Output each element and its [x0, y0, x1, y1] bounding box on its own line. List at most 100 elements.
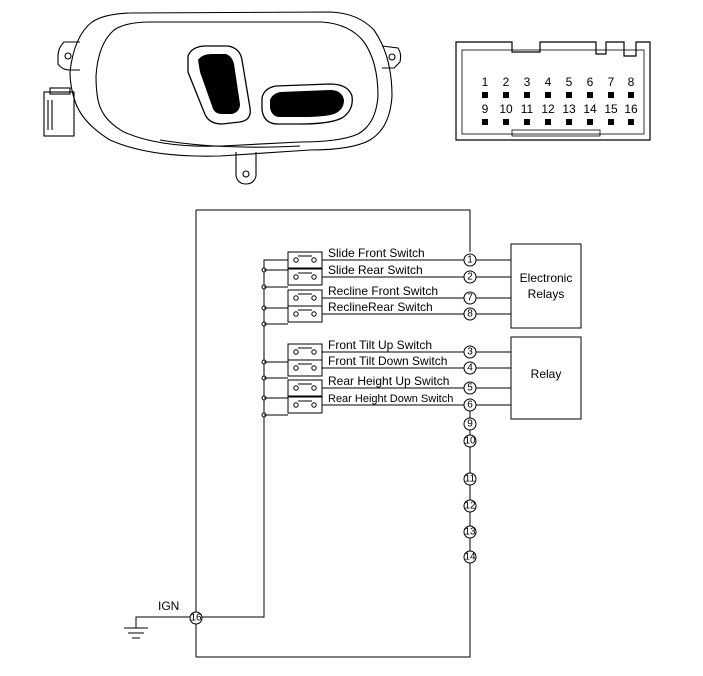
switch-contact	[311, 385, 317, 391]
connector-pin-label: 2	[503, 75, 510, 89]
connector-pin-label: 14	[583, 102, 597, 116]
pin-number: 1	[467, 255, 473, 266]
switch-row: Rear Height Up Switch 5	[261, 374, 511, 401]
connector-pin-contact	[608, 92, 614, 98]
unused-pin-circle	[463, 434, 477, 448]
switch-symbol	[287, 305, 323, 323]
switch-label: ReclineRear Switch	[328, 300, 433, 314]
switch-symbol	[287, 379, 323, 397]
unused-pin-number: 13	[464, 527, 476, 538]
switch-row: ReclineRear Switch 8	[261, 300, 511, 327]
relay-label: Relay	[531, 367, 562, 381]
connector-pin-contact	[545, 92, 551, 98]
connector-pin-label: 3	[524, 75, 531, 89]
switch-contact	[311, 349, 317, 355]
connector-pin-contact	[587, 92, 593, 98]
connector-pin-contact	[608, 119, 614, 125]
switch-symbol	[287, 289, 323, 307]
electronic-relays-label-line2: Relays	[528, 287, 565, 301]
connector-pin-label: 13	[562, 102, 576, 116]
switch-label: Rear Height Down Switch	[328, 393, 453, 405]
switch-contact	[293, 385, 299, 391]
pin-circle	[463, 381, 477, 395]
switch-row: Recline Front Switch 7	[261, 284, 511, 311]
connector-pin-contact	[628, 92, 634, 98]
pin-circle	[463, 291, 477, 305]
pin-number: 6	[467, 400, 473, 411]
unused-pin-circle	[463, 525, 477, 539]
pin-circle	[463, 253, 477, 267]
switch-contact	[311, 311, 317, 317]
connector-pin-contact	[524, 92, 530, 98]
electronic-relays-label-line1: Electronic	[520, 271, 573, 285]
seat-switch-module-illustration	[43, 11, 402, 185]
switch-label: Front Tilt Up Switch	[328, 338, 432, 352]
connector-pin-contact	[503, 119, 509, 125]
connector-pin-label: 15	[604, 102, 618, 116]
pin-number: 5	[467, 383, 473, 394]
switch-label: Rear Height Up Switch	[328, 374, 449, 388]
ground-loop-wire	[196, 563, 471, 658]
ign-wire	[196, 209, 471, 252]
switch-symbol	[287, 359, 323, 377]
pin-number: 2	[467, 272, 473, 283]
unused-pin-number: 11	[465, 474, 476, 485]
connector-pin-label: 12	[541, 102, 555, 116]
switch-contact	[293, 274, 299, 280]
unused-pin-circle	[463, 499, 477, 513]
switch-symbol	[287, 251, 323, 269]
pin-number: 8	[467, 309, 473, 320]
pin-number: 3	[467, 347, 473, 358]
switch-label: Recline Front Switch	[328, 284, 438, 298]
connector-pin-label: 11	[521, 102, 534, 116]
switch-contact	[293, 365, 299, 371]
switch-contact	[311, 257, 317, 263]
pin-number: 7	[467, 293, 473, 304]
switch-contact	[311, 402, 317, 408]
connector-pin-contact	[482, 92, 488, 98]
pin-circle	[463, 270, 477, 284]
switch-row: Front Tilt Up Switch 3	[261, 338, 511, 365]
pin-circle	[463, 307, 477, 321]
ground-pin-number: 16	[190, 613, 202, 624]
connector-pin-label: 4	[545, 75, 552, 89]
connector-face-illustration	[455, 41, 651, 141]
pin-circle	[463, 361, 477, 375]
switch-contact	[293, 349, 299, 355]
switch-row: Rear Height Down Switch 6	[261, 393, 511, 418]
switch-contact	[311, 274, 317, 280]
switch-contact	[311, 365, 317, 371]
switch-symbol	[287, 343, 323, 361]
connector-pin-label: 6	[587, 75, 594, 89]
connector-pin-label: 1	[482, 75, 489, 89]
connector-pin-label: 8	[628, 75, 635, 89]
connector-pin-label: 9	[482, 102, 489, 116]
unused-pin-circle	[463, 550, 477, 564]
switch-symbol	[287, 396, 323, 414]
connector-pin-label: 16	[624, 102, 638, 116]
connector-pin-contact	[545, 119, 551, 125]
unused-pin-number: 14	[464, 552, 476, 563]
connector-pin-contact	[482, 119, 488, 125]
connector-pin-contact	[587, 119, 593, 125]
switch-row: Slide Front Switch 1	[261, 246, 511, 273]
connector-pin-label: 5	[566, 75, 573, 89]
switch-contact	[311, 295, 317, 301]
connector-pin-contact	[566, 119, 572, 125]
switch-label: Slide Front Switch	[328, 246, 425, 260]
pin-circle	[463, 345, 477, 359]
connector-pin-contact	[503, 92, 509, 98]
unused-pin-number: 10	[464, 436, 476, 447]
relay-box	[510, 336, 582, 420]
unused-pin-circle	[463, 417, 477, 431]
ground-pin-16: 16	[189, 611, 203, 625]
unused-pin-number: 9	[467, 419, 473, 430]
ground-wire	[135, 616, 190, 628]
unused-pin-circle	[463, 472, 477, 486]
connector-pin-label: 7	[608, 75, 615, 89]
